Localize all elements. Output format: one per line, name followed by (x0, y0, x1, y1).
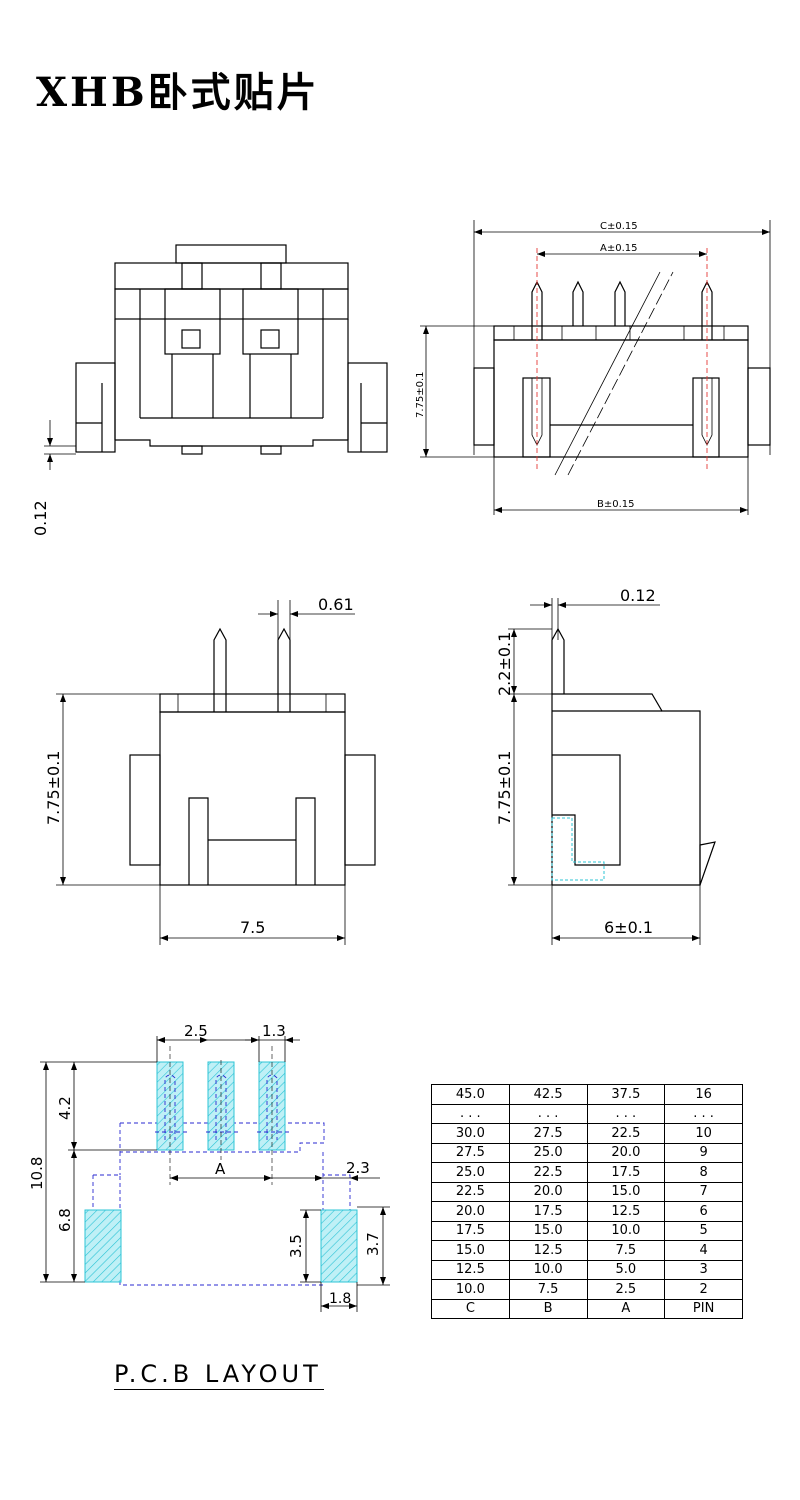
side-elevation-view: 0.12 2.2±0.1 7.75±0.1 6±0.1 (495, 586, 716, 945)
page-title: XHB卧式贴片 (36, 69, 320, 116)
d-3-7-label: 3.7 (364, 1232, 382, 1256)
table-cell: 12.5 (586, 1201, 666, 1222)
table-row: . . .. . .. . .. . . (431, 1103, 743, 1124)
table-cell: 20.0 (431, 1201, 510, 1222)
d-10-8-label: 10.8 (28, 1157, 46, 1190)
table-cell: 17.5 (586, 1162, 666, 1183)
table-cell: 15.0 (431, 1240, 510, 1261)
pin-height-label: 2.2±0.1 (495, 632, 514, 696)
table-cell: 2 (664, 1279, 743, 1300)
d-3-5-label: 3.5 (287, 1234, 305, 1258)
height-mid-label: 7.75±0.1 (44, 751, 63, 825)
table-cell: 2.5 (586, 1279, 666, 1300)
pcb-layout-label: P.C.B LAYOUT (114, 1360, 324, 1390)
table-cell: 17.5 (431, 1220, 510, 1241)
table-cell: 15.0 (586, 1181, 666, 1202)
side-height-label: 7.75±0.1 (495, 751, 514, 825)
c-tol-label: C±0.15 (600, 221, 638, 232)
table-cell: 27.5 (431, 1142, 510, 1163)
top-right-view: C±0.15 A±0.15 (415, 220, 771, 515)
table-cell: 7 (664, 1181, 743, 1202)
table-cell: 16 (664, 1084, 743, 1105)
table-cell: 20.0 (508, 1181, 588, 1202)
table-cell: 17.5 (508, 1201, 588, 1222)
table-cell: 22.5 (431, 1181, 510, 1202)
table-cell: 10.0 (431, 1279, 510, 1300)
table-cell: A (586, 1298, 666, 1319)
d-1-8-label: 1.8 (329, 1291, 351, 1307)
table-cell: B (508, 1298, 588, 1319)
table-cell: C (431, 1298, 510, 1319)
table-cell: 22.5 (508, 1162, 588, 1183)
table-cell: 12.5 (431, 1259, 510, 1280)
table-cell: 3 (664, 1259, 743, 1280)
pitch-label: 2.5 (184, 1022, 208, 1040)
table-cell: 4 (664, 1240, 743, 1261)
table-cell: 9 (664, 1142, 743, 1163)
table-cell: 25.0 (508, 1142, 588, 1163)
height-small-label: 7.75±0.1 (415, 371, 426, 418)
side-gap-label: 0.12 (620, 586, 656, 605)
d-6-8-label: 6.8 (56, 1208, 74, 1232)
table-cell: . . . (508, 1103, 588, 1124)
table-cell: . . . (586, 1103, 666, 1124)
table-cell: 20.0 (586, 1142, 666, 1163)
depth-label: 6±0.1 (604, 918, 653, 937)
pin-width-label: 0.61 (318, 595, 354, 614)
a-dim-label: A (215, 1160, 226, 1178)
table-cell: 7.5 (508, 1279, 588, 1300)
front-elevation-view: 0.61 7.75±0.1 7.5 (44, 595, 376, 945)
b-tol-label: B±0.15 (597, 499, 635, 510)
a-tol-label: A±0.15 (600, 243, 638, 254)
table-cell: 8 (664, 1162, 743, 1183)
table-cell: . . . (664, 1103, 743, 1124)
table-cell: 15.0 (508, 1220, 588, 1241)
d-4-2-label: 4.2 (56, 1096, 74, 1120)
front-gap-label: 0.12 (31, 500, 50, 536)
width-label: 7.5 (240, 918, 265, 937)
pcb-layout-view: 2.5 1.3 10.8 4.2 6.8 A 2.3 (28, 1022, 390, 1312)
table-cell: 7.5 (586, 1240, 666, 1261)
d-2-3-label: 2.3 (346, 1159, 370, 1177)
table-cell: 30.0 (431, 1123, 510, 1144)
table-cell: 5.0 (586, 1259, 666, 1280)
table-cell: 10.0 (586, 1220, 666, 1241)
pad-width-label: 1.3 (262, 1022, 286, 1040)
table-cell: . . . (431, 1103, 510, 1124)
table-cell: 25.0 (431, 1162, 510, 1183)
table-cell: 5 (664, 1220, 743, 1241)
table-cell: 22.5 (586, 1123, 666, 1144)
table-cell: 6 (664, 1201, 743, 1222)
table-cell: 10.0 (508, 1259, 588, 1280)
table-cell: 12.5 (508, 1240, 588, 1261)
table-cell: 27.5 (508, 1123, 588, 1144)
table-cell: 37.5 (586, 1084, 666, 1105)
table-cell: 10 (664, 1123, 743, 1144)
table-cell: PIN (664, 1298, 743, 1319)
front-view: 0.12 (31, 244, 388, 536)
table-cell: 42.5 (508, 1084, 588, 1105)
table-cell: 45.0 (431, 1084, 510, 1105)
